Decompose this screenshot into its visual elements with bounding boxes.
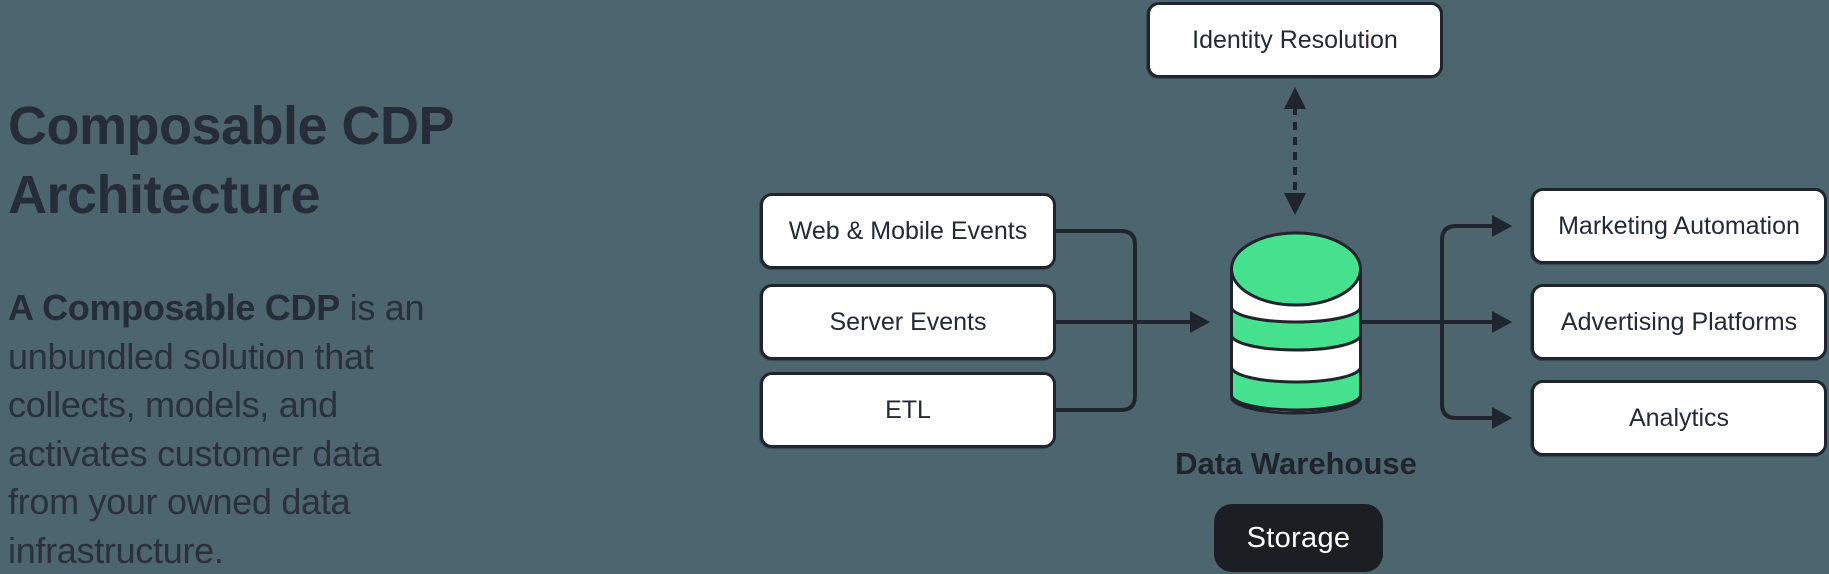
database-green-band-1 [1230, 305, 1362, 352]
page-description: A Composable CDP is an unbundled solutio… [8, 284, 478, 574]
node-label: Server Events [829, 307, 987, 336]
description-body: is an unbundled solution that collects, … [8, 287, 425, 571]
database-top-cap [1230, 231, 1362, 307]
destination-split-bracket [1440, 224, 1492, 420]
identity-arrowhead-up [1284, 87, 1306, 109]
description-lead-bold: A Composable CDP [8, 287, 340, 328]
node-analytics: Analytics [1531, 380, 1827, 456]
data-warehouse-label: Data Warehouse [1175, 446, 1417, 481]
dest-top-arrowhead [1492, 215, 1512, 237]
database-icon [1230, 231, 1362, 415]
node-label: Web & Mobile Events [788, 216, 1028, 245]
page-title: Composable CDP Architecture [8, 96, 455, 226]
storage-badge-label: Storage [1246, 521, 1351, 554]
node-label: Advertising Platforms [1560, 307, 1798, 336]
node-identity-resolution: Identity Resolution [1147, 2, 1443, 78]
node-web-mobile-events: Web & Mobile Events [760, 193, 1056, 269]
dest-bottom-arrowhead [1492, 407, 1512, 429]
node-label: ETL [885, 395, 931, 424]
identity-arrowhead-down [1284, 193, 1306, 215]
database-green-band-2 [1230, 365, 1362, 412]
node-label: Analytics [1628, 403, 1730, 432]
node-marketing-automation: Marketing Automation [1531, 188, 1827, 264]
node-server-events: Server Events [760, 284, 1056, 360]
dest-mid-arrowhead [1492, 311, 1512, 333]
node-advertising-platforms: Advertising Platforms [1531, 284, 1827, 360]
node-etl: ETL [760, 372, 1056, 448]
node-label: Marketing Automation [1558, 211, 1800, 240]
storage-badge: Storage [1214, 504, 1383, 572]
node-label: Identity Resolution [1192, 25, 1398, 54]
warehouse-in-arrowhead [1190, 311, 1210, 333]
